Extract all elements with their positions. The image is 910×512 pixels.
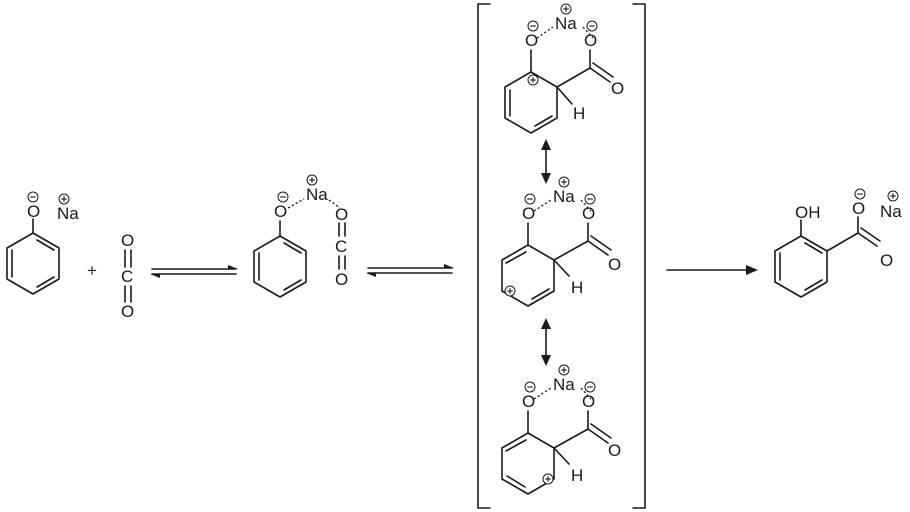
resonance-arrow-2 xyxy=(541,318,551,366)
resonance-1-carbonyl-oxygen-label: O xyxy=(611,79,624,98)
co2-carbon-label: C xyxy=(121,267,133,286)
resonance-1-sodium-label: Na xyxy=(555,14,577,33)
resonance-2-oxygen-right-label: O xyxy=(582,204,595,223)
resonance-bracket xyxy=(477,3,646,509)
complex-co2-oxygen-bottom-label: O xyxy=(335,270,348,289)
phenoxide-oxygen-label: O xyxy=(27,202,40,221)
negative-charge-icon xyxy=(584,381,596,393)
positive-charge-icon xyxy=(558,364,570,376)
complex-oxygen-label: O xyxy=(274,202,287,221)
reaction-arrow xyxy=(666,265,758,275)
negative-charge-icon xyxy=(527,20,539,32)
sodium-phenoxide: O Na xyxy=(6,191,79,295)
positive-charge-icon xyxy=(527,74,539,86)
co2-oxygen-bottom-label: O xyxy=(121,302,134,321)
equilibrium-arrow-1 xyxy=(150,265,238,278)
sodium-label: Na xyxy=(57,204,79,223)
positive-charge-icon xyxy=(306,174,318,186)
sodium-salicylate: OH O O Na xyxy=(774,188,902,298)
negative-charge-icon xyxy=(584,193,596,205)
negative-charge-icon xyxy=(277,191,289,203)
carboxylate-oxygen-top-label: O xyxy=(852,199,865,218)
negative-charge-icon xyxy=(854,188,866,200)
resonance-2-hydrogen-label: H xyxy=(571,278,583,297)
phenoxide-co2-complex: O Na O C O xyxy=(253,174,348,298)
resonance-3-carbonyl-oxygen-label: O xyxy=(608,441,621,460)
positive-charge-icon xyxy=(58,193,70,205)
carboxylate-oxygen-right-label: O xyxy=(880,251,893,270)
positive-charge-icon xyxy=(887,190,899,202)
carbon-dioxide: O C O xyxy=(121,231,134,321)
resonance-3-sodium-label: Na xyxy=(553,375,575,394)
positive-charge-icon xyxy=(542,473,554,485)
negative-charge-icon xyxy=(27,191,39,203)
complex-sodium-label: Na xyxy=(306,185,328,204)
resonance-3-oxygen-right-label: O xyxy=(582,392,595,411)
negative-charge-icon xyxy=(524,193,536,205)
positive-charge-icon xyxy=(558,176,570,188)
complex-co2-oxygen-top-label: O xyxy=(335,205,348,224)
negative-charge-icon xyxy=(524,381,536,393)
positive-charge-icon xyxy=(560,3,572,15)
resonance-3-oxygen-left-label: O xyxy=(522,392,535,411)
negative-charge-icon xyxy=(586,20,598,32)
resonance-1-hydrogen-label: H xyxy=(573,104,585,123)
resonance-structure-1: Na O O O H xyxy=(504,3,624,134)
product-sodium-label: Na xyxy=(880,202,902,221)
resonance-structure-2: Na O O O H xyxy=(501,176,621,307)
resonance-3-hydrogen-label: H xyxy=(571,466,583,485)
complex-co2-carbon-label: C xyxy=(335,237,347,256)
resonance-1-oxygen-left-label: O xyxy=(525,31,538,50)
resonance-arrow-1 xyxy=(541,139,551,184)
resonance-2-carbonyl-oxygen-label: O xyxy=(608,255,621,274)
plus-sign: + xyxy=(87,261,97,280)
co2-oxygen-top-label: O xyxy=(121,231,134,250)
resonance-structure-3: Na O O O H xyxy=(501,364,621,495)
resonance-2-oxygen-left-label: O xyxy=(522,204,535,223)
equilibrium-arrow-2 xyxy=(366,264,454,277)
positive-charge-icon xyxy=(504,285,516,297)
resonance-2-sodium-label: Na xyxy=(553,187,575,206)
hydroxyl-label: OH xyxy=(795,203,821,222)
resonance-1-oxygen-right-label: O xyxy=(584,31,597,50)
